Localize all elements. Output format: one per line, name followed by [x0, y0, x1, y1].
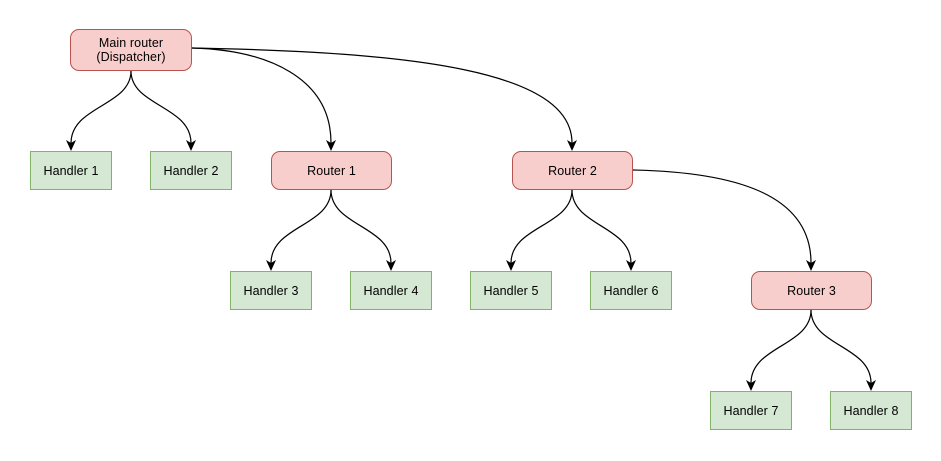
node-router-2[interactable]: Router 2	[512, 151, 633, 190]
node-handler-8-label: Handler 8	[843, 403, 899, 418]
node-router-2-label: Router 2	[548, 163, 597, 178]
node-router-3-label: Router 3	[787, 283, 836, 298]
edge-main-router-to-handler-2	[130, 70, 196, 151]
edge-main-router-to-handler-1	[66, 70, 132, 151]
node-handler-1-label: Handler 1	[43, 163, 99, 178]
edge-router-3-to-handler-7	[746, 309, 812, 391]
node-handler-2-label: Handler 2	[163, 163, 219, 178]
edge-router-2-to-handler-6	[571, 189, 636, 271]
node-handler-6[interactable]: Handler 6	[590, 271, 672, 310]
node-handler-5-label: Handler 5	[483, 283, 539, 298]
node-handler-5[interactable]: Handler 5	[470, 271, 552, 310]
node-handler-7[interactable]: Handler 7	[710, 391, 792, 430]
node-handler-4[interactable]: Handler 4	[350, 271, 432, 310]
node-handler-1[interactable]: Handler 1	[30, 151, 112, 190]
node-handler-7-label: Handler 7	[723, 403, 779, 418]
node-handler-6-label: Handler 6	[603, 283, 659, 298]
edge-router-1-to-handler-3	[266, 189, 332, 271]
node-handler-3[interactable]: Handler 3	[230, 271, 312, 310]
node-router-1[interactable]: Router 1	[271, 151, 392, 190]
node-handler-4-label: Handler 4	[363, 283, 419, 298]
node-main-router-label: Main router (Dispatcher)	[96, 36, 166, 64]
node-router-1-label: Router 1	[307, 163, 356, 178]
edge-router-3-to-handler-8	[810, 309, 876, 391]
edge-router-1-to-handler-4	[330, 189, 396, 271]
edge-main-router-to-router-2	[191, 47, 577, 151]
edge-main-router-to-router-1	[191, 47, 336, 151]
node-handler-8[interactable]: Handler 8	[830, 391, 912, 430]
node-main-router[interactable]: Main router (Dispatcher)	[70, 29, 192, 71]
edge-router-2-to-router-3	[632, 169, 816, 271]
node-handler-3-label: Handler 3	[243, 283, 299, 298]
edge-router-2-to-handler-5	[506, 189, 573, 271]
node-handler-2[interactable]: Handler 2	[150, 151, 232, 190]
node-router-3[interactable]: Router 3	[751, 271, 872, 310]
